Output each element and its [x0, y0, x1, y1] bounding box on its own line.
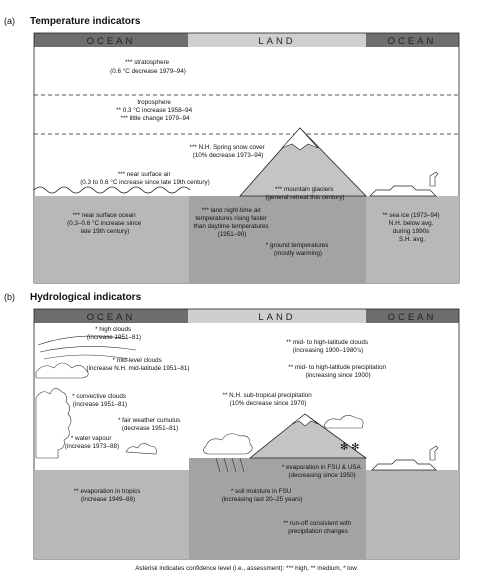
near-surface-air-note: *** near surface air (0.3 to 0.6 °C incr…: [80, 171, 210, 186]
panel-a-land-label: LAND: [258, 36, 295, 47]
panel-b-label: (b): [4, 292, 15, 302]
snow-cover-note: *** N.H. Spring snow cover (10% decrease…: [190, 144, 267, 159]
glaciers-note: *** mountain glaciers (general retreat t…: [265, 186, 344, 201]
polar-bear-icon: [429, 171, 439, 187]
panel-a-sea-left: [34, 196, 189, 283]
panel-b-mountain: [248, 413, 368, 459]
panel-b-polar-bear-icon: [429, 445, 439, 461]
panel-b-snow-cap: [291, 413, 319, 427]
panel-b-sea-right: [366, 470, 459, 559]
land-night-temp-note: *** land night-time air temperatures ris…: [194, 207, 271, 238]
panel-a-ocean-left-label: OCEAN: [87, 36, 136, 47]
evaporation-fsu-note: * evaporation in FSU & USA (decreasing s…: [282, 464, 362, 479]
mid-high-clouds-note: ** mid- to high-latitude clouds (increas…: [286, 339, 370, 354]
evaporation-tropics-note: ** evaporation in tropics (increase 1949…: [74, 488, 142, 503]
water-vapour-note: * water vapour (increase 1973–88): [65, 435, 119, 450]
stratosphere-note: *** stratosphere (0.6 °C decrease 1979–9…: [110, 59, 186, 75]
panel-b-ocean-right-band: [366, 309, 459, 323]
panel-b-land-label: LAND: [258, 312, 295, 323]
near-surface-air-wave: [33, 186, 191, 194]
panel-a-sea-right: [366, 196, 459, 283]
sea-ice-note: ** sea ice (1973–94) N.H. below avg. dur…: [383, 212, 442, 243]
panel-a-mountain: [239, 127, 367, 197]
panel-b-ocean-left-label: OCEAN: [87, 312, 136, 323]
panel-a-land: [189, 196, 366, 283]
troposphere-note: troposphere ** 0.3 °C increase 1958–94 *…: [116, 99, 194, 122]
panel-b-land-band: [188, 309, 366, 323]
convective-cloud-icon: [35, 388, 72, 459]
panel-b-title: Hydrological indicators: [30, 292, 142, 303]
panel-b-sea-ice-floe: [371, 459, 437, 471]
snow-cap: [281, 127, 319, 151]
convective-clouds-note: * convective clouds (increase 1951–81): [72, 393, 128, 408]
panel-a-land-band: [188, 33, 366, 47]
snow-cloud-icon: [323, 415, 364, 429]
snowflake-icon: ✻ ✻: [340, 442, 360, 453]
high-clouds-note: * high clouds (increase 1951–81): [87, 326, 141, 341]
panel-a-label: (a): [4, 16, 15, 26]
rain-icon: [215, 457, 245, 473]
mid-level-clouds-note: * mid-level clouds (increase N.H. mid-la…: [87, 357, 190, 372]
panel-a-ocean-right-label: OCEAN: [388, 36, 437, 47]
sea-ice-floe: [369, 185, 437, 197]
panel-a-ocean-left-band: [34, 33, 188, 47]
panel-b-land: [189, 458, 366, 559]
panel-b-ocean-left-band: [34, 309, 188, 323]
fair-weather-note: * fair weather cumulus (decrease 1951–81…: [118, 417, 182, 432]
panel-b-sea-left: [34, 470, 189, 559]
ground-temp-note: * ground temperatures (mostly warming): [266, 242, 330, 257]
near-surface-ocean-note: *** near surface ocean (0.3–0.6 °C incre…: [67, 212, 143, 235]
fair-weather-cumulus-icon: [125, 443, 157, 455]
mid-level-cloud-icon: [35, 362, 89, 379]
confidence-footnote: Asterisk indicates confidence level (i.e…: [135, 565, 357, 572]
panel-a-ocean-right-band: [366, 33, 459, 47]
panel-a-title: Temperature indicators: [30, 16, 141, 27]
rain-cloud-icon: [203, 433, 253, 455]
panel-b-ocean-right-label: OCEAN: [388, 312, 437, 323]
high-clouds-streaks: [37, 335, 137, 360]
nh-subtropical-precip-note: ** N.H. sub-tropical precipitation (10% …: [223, 392, 314, 407]
soil-moisture-note: * soil moisture in FSU (increasing last …: [222, 488, 303, 503]
mid-high-precip-note: ** mid- to high-latitude precipitation (…: [288, 364, 387, 379]
run-off-note: ** run-off consistent with precipitation…: [283, 520, 353, 535]
